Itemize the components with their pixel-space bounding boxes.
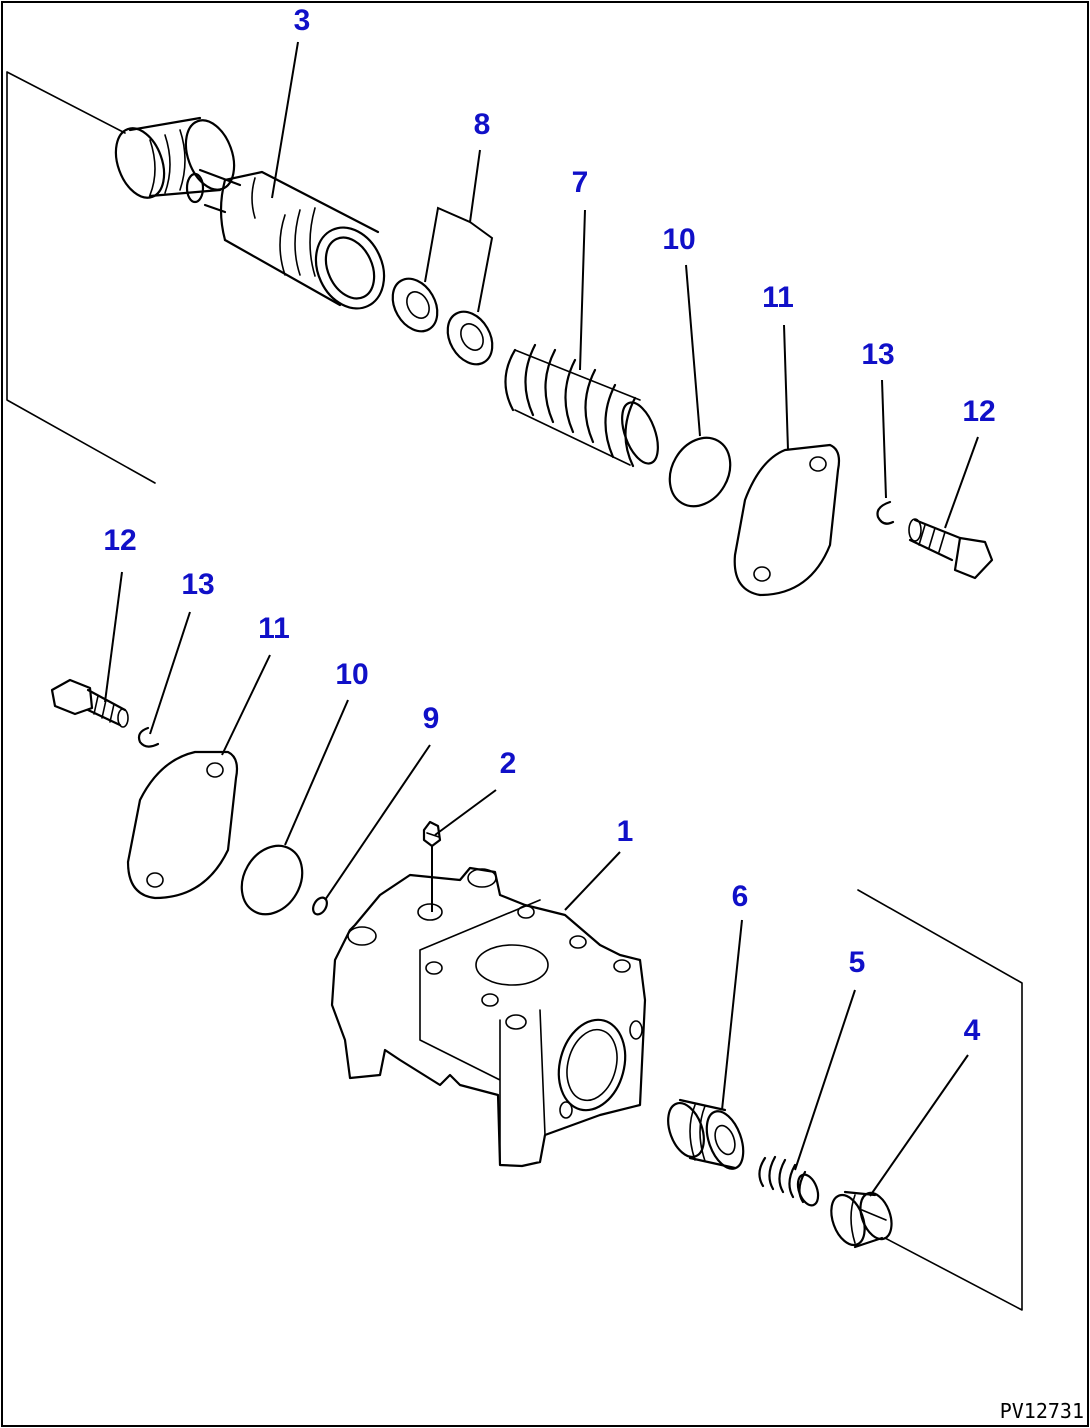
part-label: 4 — [964, 1014, 981, 1047]
part-label: 12 — [103, 524, 136, 557]
bolt-part-12-lower — [50, 678, 129, 728]
leader-lines — [104, 41, 979, 1197]
o-ring-part-9 — [312, 896, 328, 916]
cover-part-11-lower — [126, 750, 239, 900]
part-label: 3 — [294, 4, 311, 37]
part-label: 10 — [662, 223, 695, 256]
spool-part-3 — [114, 116, 386, 310]
part-label: 2 — [500, 747, 517, 780]
part-label: 13 — [861, 338, 894, 371]
section-break-lower-right — [857, 889, 1023, 1311]
part-label: 11 — [762, 281, 794, 314]
washer-part-13-upper — [876, 500, 895, 525]
part-label: 12 — [962, 395, 995, 428]
part-label: 6 — [732, 880, 749, 913]
valve-body-part-1 — [330, 866, 647, 1168]
washer-part-13-lower — [137, 726, 160, 748]
part-label: 10 — [335, 658, 368, 691]
piston-part-6 — [667, 1098, 745, 1170]
o-ring-part-10-lower — [240, 844, 304, 916]
bolt-part-12-upper — [908, 518, 994, 580]
part-label: 11 — [258, 612, 290, 645]
part-label: 5 — [849, 946, 866, 979]
section-break-upper-left — [6, 71, 156, 484]
plug-part-2 — [422, 820, 442, 848]
cover-part-11-upper — [733, 443, 841, 597]
o-ring-part-10-upper — [668, 436, 732, 508]
drawing-code: PV12731 — [1000, 1399, 1084, 1423]
spring-part-7 — [504, 343, 659, 468]
part-labels: 3 8 7 10 11 13 12 12 13 11 10 9 2 1 6 5 … — [103, 4, 995, 1047]
spring-part-5 — [758, 1155, 820, 1207]
plug-part-4 — [830, 1190, 893, 1249]
part-label: 9 — [423, 702, 440, 735]
part-label: 13 — [181, 568, 214, 601]
part-label: 8 — [474, 108, 491, 141]
part-label: 7 — [572, 166, 589, 199]
shims-part-8 — [391, 277, 494, 366]
part-label: 1 — [617, 815, 634, 848]
